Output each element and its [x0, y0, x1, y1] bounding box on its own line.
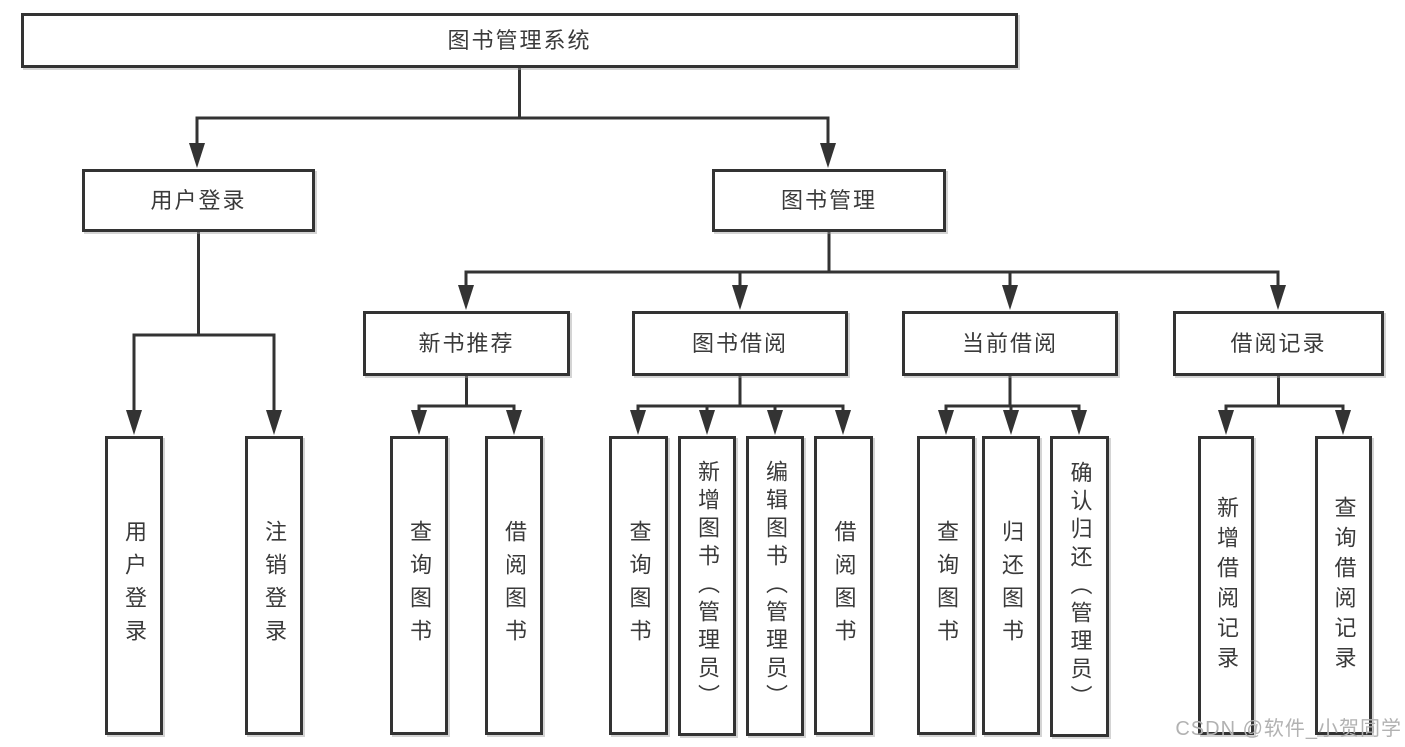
leaf-query-borrow-record: 查询借阅记录	[1315, 436, 1372, 735]
leaf-confirm-return-admin-label: 确认归还（管理员）	[1067, 460, 1093, 713]
node-new-book-recommend-label: 新书推荐	[418, 330, 515, 356]
leaf-add-borrow-record: 新增借阅记录	[1198, 436, 1254, 735]
node-book-borrowing-label: 图书借阅	[691, 330, 788, 356]
leaf-borrow-book-recommend-label: 借阅图书	[502, 519, 527, 652]
leaf-add-borrow-record-label: 新增借阅记录	[1214, 495, 1239, 676]
leaf-add-book-admin: 新增图书（管理员）	[678, 436, 736, 736]
leaf-edit-book-admin-label: 编辑图书（管理员）	[763, 460, 788, 712]
leaf-query-book-current-label: 查询图书	[934, 519, 959, 652]
node-user-login-label: 用户登录	[150, 187, 247, 213]
leaf-add-book-admin-label: 新增图书（管理员）	[695, 460, 720, 712]
node-book-borrowing: 图书借阅	[632, 311, 848, 376]
leaf-user-login: 用户登录	[105, 436, 163, 735]
leaf-query-book-borrow: 查询图书	[609, 436, 668, 735]
node-current-borrowing: 当前借阅	[902, 311, 1118, 376]
node-root-label: 图书管理系统	[447, 27, 592, 53]
csdn-watermark: CSDN @软件_小贺同学	[1175, 718, 1402, 740]
node-new-book-recommend: 新书推荐	[363, 311, 570, 376]
node-borrowing-records-label: 借阅记录	[1230, 330, 1327, 356]
node-book-management-label: 图书管理	[780, 187, 877, 213]
node-borrowing-records: 借阅记录	[1173, 311, 1384, 376]
node-user-login: 用户登录	[82, 169, 315, 232]
leaf-borrow-book: 借阅图书	[814, 436, 873, 735]
leaf-query-borrow-record-label: 查询借阅记录	[1331, 495, 1357, 676]
leaf-borrow-book-recommend: 借阅图书	[485, 436, 543, 735]
leaf-user-login-label: 用户登录	[122, 519, 147, 652]
node-current-borrowing-label: 当前借阅	[961, 330, 1058, 356]
leaf-return-book-label: 归还图书	[999, 519, 1024, 652]
leaf-logout-label: 注销登录	[262, 519, 287, 652]
leaf-return-book: 归还图书	[982, 436, 1040, 735]
node-book-management: 图书管理	[712, 169, 946, 232]
leaf-query-book-borrow-label: 查询图书	[626, 519, 652, 652]
leaf-query-book-recommend-label: 查询图书	[407, 519, 432, 652]
leaf-logout: 注销登录	[245, 436, 303, 735]
leaf-confirm-return-admin: 确认归还（管理员）	[1050, 436, 1109, 737]
leaf-edit-book-admin: 编辑图书（管理员）	[746, 436, 804, 736]
node-root: 图书管理系统	[21, 13, 1018, 68]
leaf-query-book-current: 查询图书	[917, 436, 975, 735]
leaf-query-book-recommend: 查询图书	[390, 436, 448, 735]
leaf-borrow-book-label: 借阅图书	[831, 519, 857, 652]
